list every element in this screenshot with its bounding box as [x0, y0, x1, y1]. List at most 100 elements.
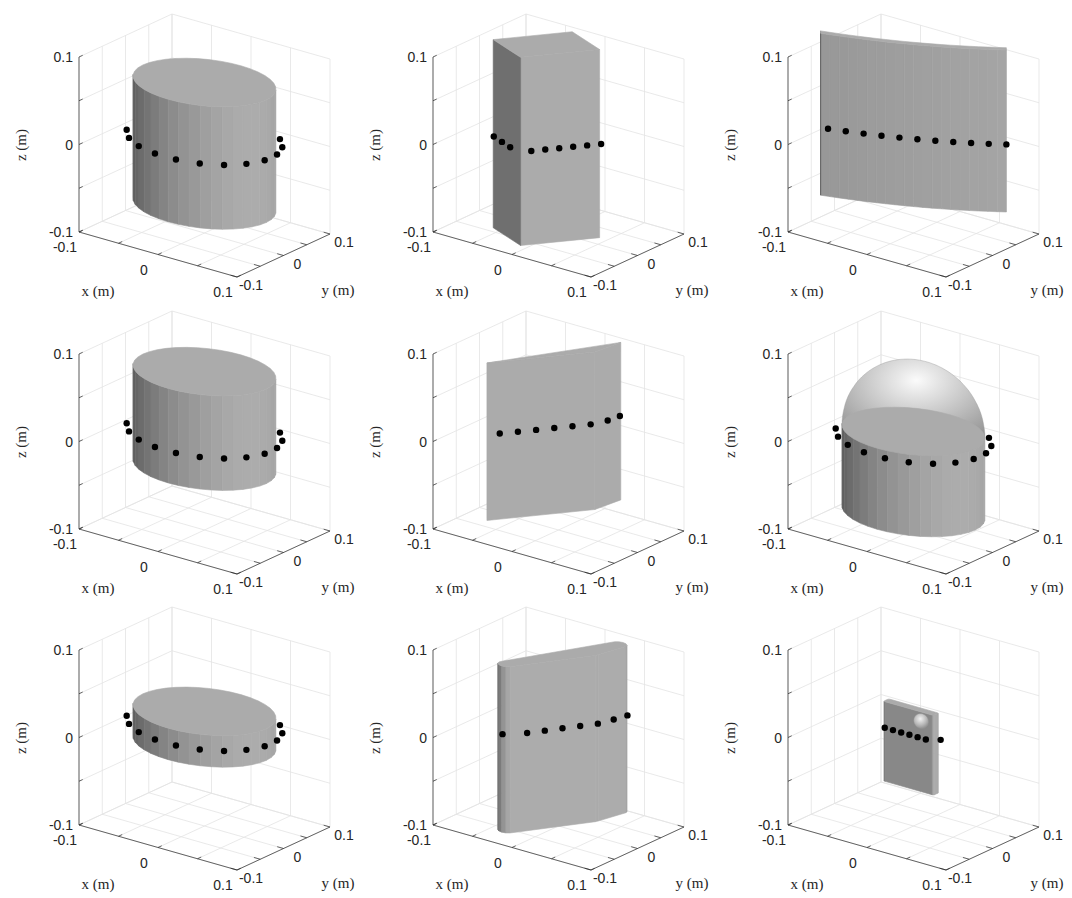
tick-label: 0 — [1003, 256, 1011, 272]
tick-label: 0 — [140, 559, 148, 575]
grid-line — [999, 345, 1000, 520]
axis-title: x (m) — [436, 876, 469, 893]
axis-line — [473, 242, 477, 244]
grid — [79, 311, 330, 574]
marker-dot — [221, 748, 227, 754]
marker-dot — [277, 136, 283, 142]
axis-title: y (m) — [1031, 579, 1064, 596]
grid-line — [126, 508, 284, 553]
axis-line — [1009, 243, 1015, 245]
shape-face — [842, 407, 985, 456]
tick-label: 0 — [140, 855, 148, 871]
grid-line — [1039, 59, 1040, 234]
shape-face — [909, 454, 920, 536]
tick-label: 0 — [494, 559, 502, 575]
shape-face — [898, 453, 909, 536]
marker-dot — [882, 455, 888, 461]
tick-label: 0.1 — [922, 284, 941, 300]
axis-line — [828, 539, 832, 541]
shape-face — [139, 375, 144, 473]
axis-line — [433, 143, 437, 145]
axes — [433, 648, 684, 870]
axis-title: x (m) — [82, 580, 115, 597]
sensor-points — [825, 126, 1010, 148]
tick-label: 0.1 — [334, 234, 353, 250]
axis-title: y (m) — [676, 875, 709, 892]
marker-dot — [279, 730, 285, 736]
grid-line — [79, 607, 172, 650]
axis-line — [631, 847, 637, 849]
shape-face — [211, 396, 222, 491]
shape-face — [904, 44, 913, 207]
tick-label: -0.1 — [49, 817, 73, 833]
grid-line — [684, 59, 685, 234]
shape-face — [252, 731, 260, 764]
axis-line — [788, 230, 792, 232]
subplot — [788, 607, 1039, 870]
axis-title: z (m) — [13, 722, 30, 754]
axis-line — [788, 232, 946, 277]
axis-line — [654, 540, 660, 542]
axis-line — [608, 561, 614, 563]
shape-face — [266, 726, 271, 760]
axis-title: x (m) — [436, 283, 469, 300]
subplot — [79, 607, 330, 870]
subplot — [433, 311, 684, 574]
marker-dot — [986, 141, 992, 147]
shape-face — [243, 733, 252, 766]
marker-dot — [261, 451, 267, 457]
shape-face — [858, 39, 867, 202]
axis-line — [986, 551, 992, 553]
shape-face — [498, 642, 627, 667]
axis-line — [907, 264, 911, 266]
axis-line — [79, 352, 83, 354]
tick-label: 0.1 — [408, 49, 427, 65]
shape-face — [969, 49, 978, 211]
grid-line — [330, 652, 331, 827]
axis-line — [300, 540, 306, 542]
tick-label: -0.1 — [239, 277, 263, 293]
axis-line — [946, 531, 1039, 574]
axis-title: y (m) — [1031, 875, 1064, 892]
marker-dot — [617, 413, 623, 419]
tick-label: -0.1 — [758, 224, 782, 240]
tick-label: -0.1 — [948, 870, 972, 886]
grid-line — [172, 607, 330, 652]
marker-dot — [173, 156, 179, 162]
shape-face — [211, 735, 222, 767]
axis-line — [946, 572, 950, 574]
grid-line — [881, 651, 1039, 696]
shape-face — [178, 391, 189, 488]
axis-line — [79, 648, 83, 650]
marker-dot — [835, 433, 841, 439]
axis-line — [591, 827, 684, 870]
marker-dot — [261, 743, 267, 749]
shape-face — [159, 385, 168, 482]
grid-line — [881, 311, 1039, 356]
shape-face — [884, 699, 938, 715]
grid-line — [591, 531, 684, 574]
tick-label: 0 — [849, 559, 857, 575]
tick-label: 0.1 — [922, 877, 941, 893]
axis-line — [433, 230, 437, 232]
tick-label: 0.1 — [54, 49, 73, 65]
grid-line — [172, 782, 330, 827]
marker-dot — [584, 142, 590, 148]
marker-dot — [197, 746, 203, 752]
axis-title: x (m) — [791, 283, 824, 300]
marker-dot — [937, 737, 943, 743]
shape-face — [952, 453, 961, 535]
tick-label: 0 — [494, 855, 502, 871]
grid-line — [237, 531, 330, 574]
shape-face — [271, 94, 274, 220]
axis-line — [552, 264, 556, 266]
axis-line — [277, 551, 283, 553]
axis-line — [237, 531, 330, 574]
sensor-points — [882, 725, 944, 743]
axis-line — [433, 780, 437, 782]
tick-label: -0.1 — [407, 536, 431, 552]
marker-dot — [559, 725, 565, 731]
axis-line — [433, 187, 437, 189]
